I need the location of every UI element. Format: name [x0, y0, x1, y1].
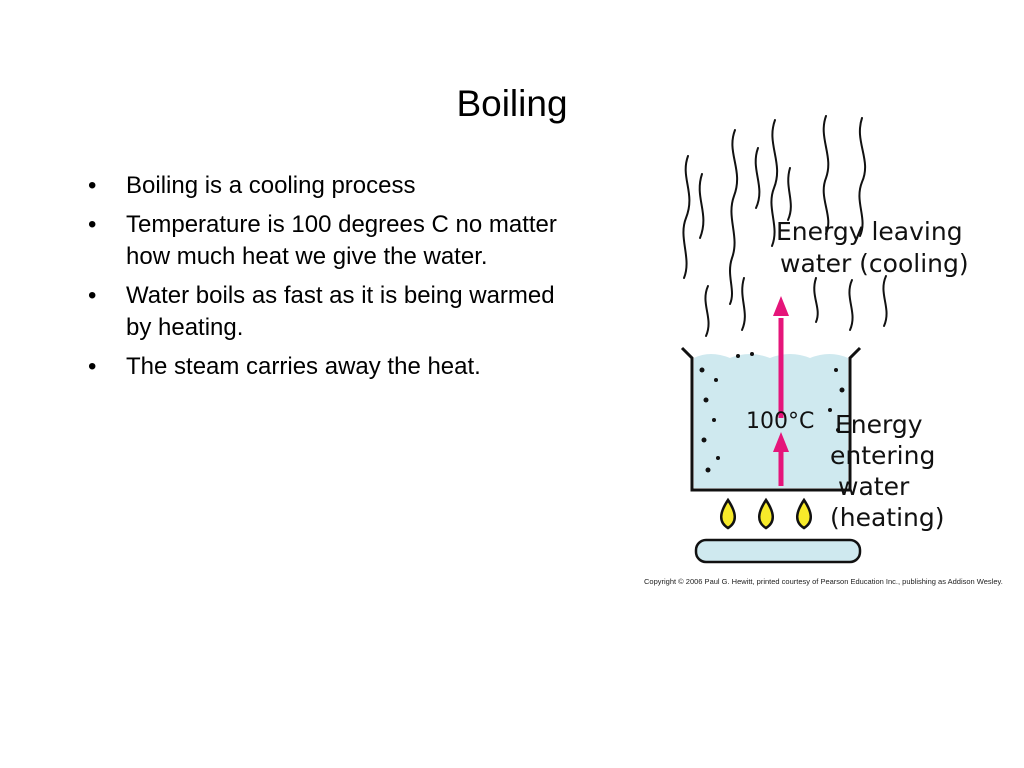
- label-energy-leaving: Energy leaving: [776, 217, 963, 246]
- bullet-text: Boiling is a cooling process: [126, 172, 416, 199]
- steam-wisps: [682, 115, 888, 337]
- label-temperature: 100°C: [746, 409, 814, 434]
- label-water-cooling: water (cooling): [780, 249, 969, 278]
- label-heating: (heating): [830, 503, 945, 532]
- bullet-item: • Water boils as fast as it is being war…: [88, 280, 578, 344]
- bullet-marker: •: [88, 211, 97, 238]
- bullet-marker: •: [88, 353, 97, 380]
- arrows: [773, 296, 789, 486]
- bullet-item: • The steam carries away the heat.: [88, 351, 578, 383]
- flame-icon: [758, 497, 774, 530]
- flame-icon: [720, 497, 736, 530]
- slide-title: Boiling: [456, 83, 568, 124]
- bullet-text: The steam carries away the heat.: [126, 353, 481, 380]
- pot: [680, 346, 862, 492]
- bullet-list: • Boiling is a cooling process • Tempera…: [88, 170, 578, 390]
- flame-icon: [796, 497, 812, 530]
- boiling-illustration: Energy leaving water (cooling) 100°C Ene…: [640, 108, 1000, 598]
- copyright-notice: Copyright © 2006 Paul G. Hewitt, printed…: [644, 577, 1003, 586]
- bullet-marker: •: [88, 282, 97, 309]
- bullet-text: Water boils as fast as it is being warme…: [126, 282, 555, 341]
- bullet-item: • Boiling is a cooling process: [88, 170, 578, 202]
- flames: [720, 497, 812, 530]
- bullet-text: Temperature is 100 degrees C no matter h…: [126, 211, 557, 270]
- arrow-leaving-head: [773, 296, 789, 316]
- arrow-entering-head: [773, 432, 789, 452]
- boiling-diagram-svg: Energy leaving water (cooling) 100°C Ene…: [680, 115, 969, 564]
- bullet-marker: •: [88, 172, 97, 199]
- burner: [694, 538, 862, 564]
- label-water: water: [838, 472, 910, 501]
- label-entering: entering: [830, 441, 935, 470]
- label-energy: Energy: [835, 410, 923, 439]
- bullet-item: • Temperature is 100 degrees C no matter…: [88, 209, 578, 273]
